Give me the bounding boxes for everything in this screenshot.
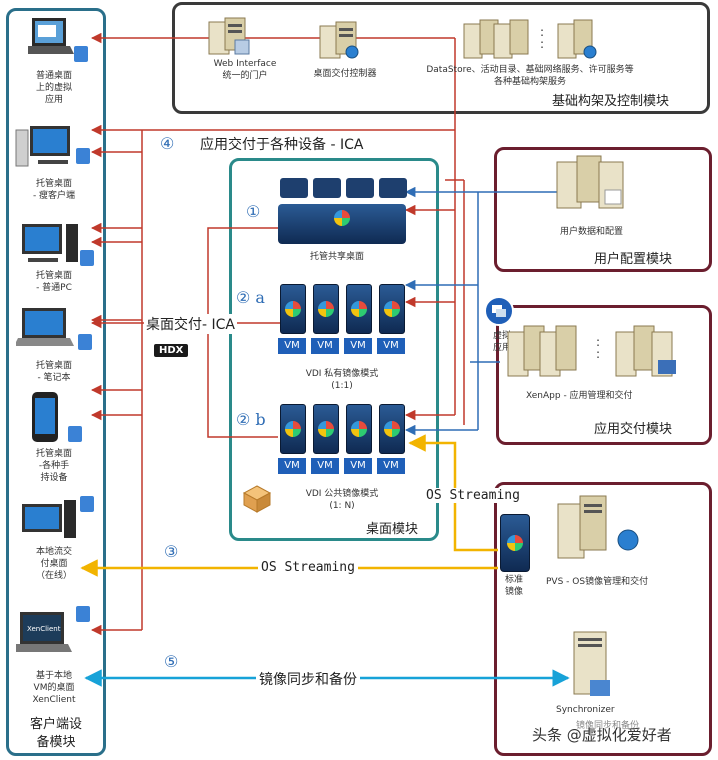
private-label: VDI 私有镜像模式 (1:1)	[305, 369, 379, 391]
windows-logo-icon	[318, 301, 334, 317]
thin-client-icon	[15, 126, 90, 167]
device-label-5: 托管桌面 -各种手 持设备	[35, 449, 72, 483]
pvs-label: PVS - OS镜像管理和交付	[546, 577, 649, 587]
label-4: ④	[160, 134, 175, 153]
desktop-module-title: 桌面模块	[366, 522, 419, 537]
shared-desktop-label: 托管共享桌面	[310, 252, 365, 262]
xenapp-label: XenApp - 应用管理和交付	[526, 391, 633, 401]
datastore-label: DataStore、活动目录、基础网络服务、许可服务等 各种基础构架服务	[426, 65, 634, 87]
client-module-title: 客户端设 备模块	[29, 717, 82, 750]
windows-logo-icon	[285, 421, 301, 437]
app-dots: :	[596, 335, 600, 349]
virtual-app-icon	[484, 296, 514, 326]
shared-desktop-slots	[280, 178, 408, 198]
device-label-3: 托管桌面 - 普通PC	[35, 271, 72, 293]
pc-icon	[22, 224, 94, 266]
public-vm-label-1: VM	[278, 458, 306, 474]
private-vm-label-4: VM	[377, 338, 405, 354]
public-desktop-1	[280, 404, 306, 454]
windows-logo-icon	[384, 421, 400, 437]
watermark: 头条 @虚拟化爱好者	[532, 726, 672, 744]
ica-app-arrows	[90, 32, 465, 425]
svg-text::: :	[596, 347, 600, 361]
user-config-servers-icon	[556, 155, 624, 209]
private-vm-label-1: VM	[278, 338, 306, 354]
hypervisor-icon	[242, 485, 272, 513]
private-desktop-1	[280, 284, 306, 334]
private-vm-label-3: VM	[344, 338, 372, 354]
device-label-4: 托管桌面 - 笔记本	[35, 361, 72, 383]
synchronizer-label: Synchronizer	[556, 705, 615, 715]
os-streaming-top-label: OS Streaming	[426, 488, 520, 503]
windows-logo-icon	[351, 301, 367, 317]
private-desktop-3	[346, 284, 372, 334]
public-desktop-3	[346, 404, 372, 454]
local-stream-pc-icon	[22, 496, 94, 538]
label-2b: ② b	[236, 410, 266, 429]
image-sync-label: 镜像同步和备份	[256, 669, 360, 689]
user-config-title: 用户配置模块	[594, 252, 673, 267]
sync-sub-label: 镜像同步和备份	[576, 721, 640, 731]
xenapp-servers-icon: : :	[507, 325, 676, 377]
public-vm-group: VM VM VM VM	[278, 404, 408, 476]
label-2a: ② a	[236, 288, 265, 307]
controller-label: 桌面交付控制器	[313, 69, 377, 79]
notebook-icon	[16, 308, 92, 350]
os-streaming-mid-label: OS Streaming	[258, 560, 358, 575]
public-desktop-4	[379, 404, 405, 454]
infra-servers-icon: : :	[463, 19, 597, 59]
label-1: ①	[246, 202, 261, 221]
standard-image-icon	[500, 514, 530, 572]
windows-logo-icon	[318, 421, 334, 437]
private-vm-group: VM VM VM VM	[278, 284, 408, 356]
public-vm-label-2: VM	[311, 458, 339, 474]
profile-arrows	[404, 186, 560, 436]
synchronizer-server-icon	[573, 631, 610, 696]
hdx-badge: HDX	[154, 344, 189, 357]
app-module-title: 应用交付模块	[594, 422, 673, 437]
laptop-app-icon	[28, 18, 88, 62]
public-vm-label-4: VM	[377, 458, 405, 474]
private-desktop-2	[313, 284, 339, 334]
standard-image-label: 标准 镜像	[504, 575, 523, 597]
ica-desktop-label: 桌面交付- ICA	[144, 314, 237, 334]
label-3: ③	[164, 542, 179, 561]
ica-apps-label: 应用交付于各种设备 - ICA	[200, 134, 364, 154]
label-5: ⑤	[164, 652, 179, 671]
svg-text::: :	[540, 37, 544, 51]
pvs-servers-icon	[557, 495, 639, 559]
xenclient-screen-text: XenClient	[27, 625, 61, 633]
windows-logo-icon	[285, 301, 301, 317]
device-label-1: 普通桌面 上的虚拟 应用	[35, 71, 72, 105]
windows-logo-icon	[384, 301, 400, 317]
infra-module-title: 基础构架及控制模块	[552, 94, 670, 109]
web-interface-server-icon	[208, 17, 250, 55]
user-config-label: 用户数据和配置	[560, 227, 624, 237]
public-desktop-2	[313, 404, 339, 454]
virtual-app-label: 虚拟 应用	[492, 331, 511, 353]
web-interface-label: Web Interface 统一的门户	[213, 59, 277, 81]
device-label-7: 基于本地 VM的桌面 XenClient	[32, 671, 76, 705]
public-vm-label-3: VM	[344, 458, 372, 474]
private-vm-label-2: VM	[311, 338, 339, 354]
device-label-2: 托管桌面 - 瘦客户端	[32, 179, 76, 201]
infra-dots: :	[540, 25, 544, 39]
windows-logo-icon	[351, 421, 367, 437]
handheld-icon	[32, 392, 82, 442]
private-desktop-4	[379, 284, 405, 334]
xenclient-laptop-icon: XenClient	[16, 606, 90, 652]
shared-desktop-server	[278, 204, 406, 244]
controller-server-icon	[319, 21, 359, 59]
public-label: VDI 公共镜像模式 (1: N)	[305, 489, 379, 511]
device-label-6: 本地流交 付桌面 （在线）	[35, 547, 72, 581]
infra-module-panel	[172, 2, 710, 114]
